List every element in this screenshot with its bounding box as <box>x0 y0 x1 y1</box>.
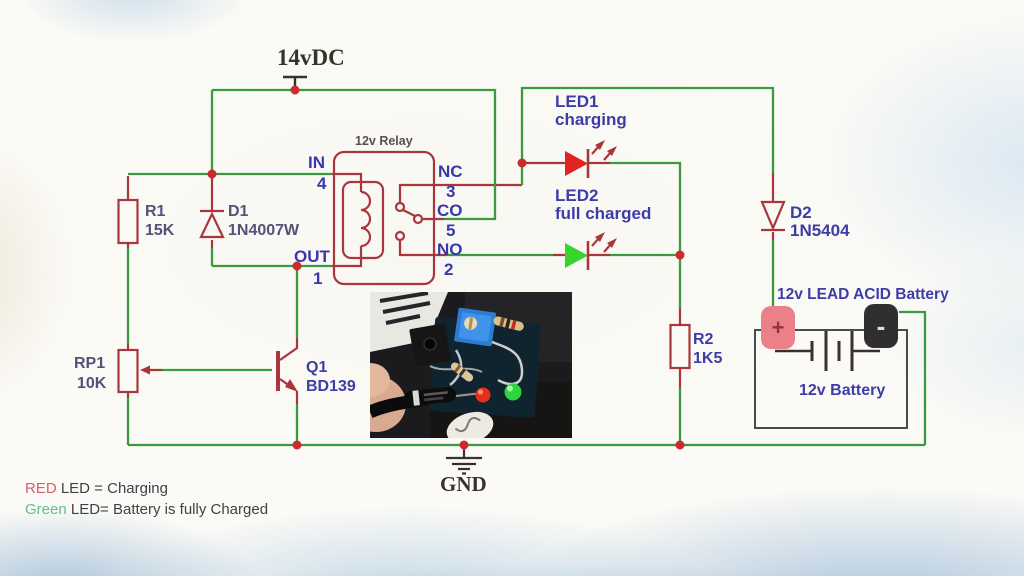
q1-symbol <box>276 338 299 404</box>
ground-symbol <box>446 445 482 475</box>
d2-ref: D2 <box>790 203 812 222</box>
led1-symbol <box>565 138 619 178</box>
legend-green-word: Green <box>25 501 67 518</box>
d1-symbol <box>199 209 225 239</box>
legend-line-green: Green LED= Battery is fully Charged <box>25 499 268 520</box>
led2-symbol <box>565 230 619 270</box>
r1-symbol <box>117 198 139 245</box>
relay-pin-in: IN <box>308 153 325 172</box>
relay-pin-no-num: 2 <box>444 260 454 279</box>
led2-desc: full charged <box>555 204 652 223</box>
d1-value: 1N4007W <box>228 222 300 239</box>
led2-ref: LED2 <box>555 186 599 205</box>
relay-symbol <box>332 150 436 286</box>
d2-symbol <box>760 200 786 232</box>
q1-value: BD139 <box>306 378 356 395</box>
r2-value: 1K5 <box>693 350 723 367</box>
circuit-photo-art <box>370 292 572 438</box>
supply-label: 14vDC <box>277 45 345 70</box>
legend-red-rest: LED = Charging <box>56 480 168 497</box>
rp1-ref: RP1 <box>74 355 106 372</box>
relay-pin-nc-num: 3 <box>446 182 456 201</box>
wires <box>126 86 927 447</box>
led1-ref: LED1 <box>555 92 599 111</box>
battery-label: 12v Battery <box>799 382 886 399</box>
legend-red-word: RED <box>25 480 57 497</box>
battery-symbol <box>754 329 908 429</box>
r1-value: 15K <box>145 222 175 239</box>
legend-green-rest: LED= Battery is fully Charged <box>66 501 269 518</box>
q1-ref: Q1 <box>306 359 328 376</box>
rp1-symbol <box>117 348 150 394</box>
circuit-photo-inset <box>370 292 572 438</box>
r2-ref: R2 <box>693 331 714 348</box>
relay-pin-out: OUT <box>294 247 330 266</box>
relay-pin-nc: NC <box>438 162 463 181</box>
relay-pin-no: NO <box>437 240 463 259</box>
r1-ref: R1 <box>145 203 166 220</box>
led1-desc: charging <box>555 110 627 129</box>
d1-ref: D1 <box>228 203 249 220</box>
legend-line-red: RED LED = Charging <box>25 478 268 499</box>
relay-pin-in-num: 4 <box>317 174 327 193</box>
battery-plus-terminal: + <box>761 306 795 349</box>
r2-symbol <box>669 323 691 370</box>
relay-title: 12v Relay <box>355 134 413 148</box>
battery-minus-terminal: - <box>864 304 898 348</box>
relay-pin-co: CO <box>437 201 463 220</box>
rp1-value: 10K <box>77 375 107 392</box>
junction-dots <box>207 85 685 450</box>
legend: RED LED = Charging Green LED= Battery is… <box>25 478 268 520</box>
ground-label: GND <box>440 472 487 496</box>
relay-pin-out-num: 1 <box>313 269 323 288</box>
d2-value: 1N5404 <box>790 221 850 240</box>
battery-title: 12v LEAD ACID Battery <box>777 286 949 303</box>
relay-pin-co-num: 5 <box>446 221 456 240</box>
